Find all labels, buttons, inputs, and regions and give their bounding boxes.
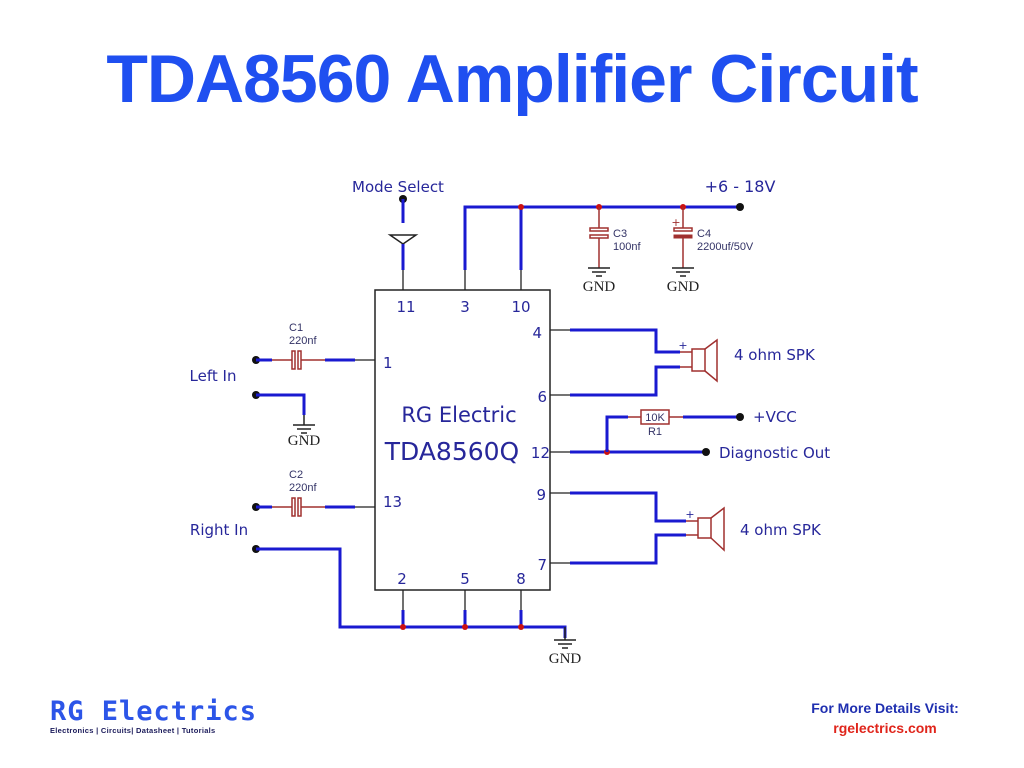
visit-info: For More Details Visit: rgelectrics.com <box>795 698 975 738</box>
speaker-icon <box>680 338 718 383</box>
spk1-wire-neg <box>570 365 680 397</box>
r1-value: 10K <box>645 412 665 424</box>
supply-rail <box>463 205 740 270</box>
pin-9: 9 <box>536 486 546 504</box>
mode-diode-icon <box>387 234 419 245</box>
spk2-label: 4 ohm SPK <box>740 521 822 539</box>
spk2-polarity: + <box>685 508 694 521</box>
ground-icon <box>554 627 576 649</box>
pin-13: 13 <box>383 493 402 511</box>
gnd-label: GND <box>288 433 321 449</box>
ground-bus <box>256 547 567 638</box>
ic-part: TDA8560Q <box>384 437 520 466</box>
ic-body <box>374 289 551 591</box>
pin-3: 3 <box>460 298 470 316</box>
left-in-label: Left In <box>190 367 237 385</box>
pin-7: 7 <box>537 556 547 574</box>
gnd-label: GND <box>549 651 582 667</box>
pin-5: 5 <box>460 570 470 588</box>
logo-tagline: Electronics | Circuits| Datasheet | Tuto… <box>50 726 216 735</box>
gnd-label: GND <box>667 279 700 295</box>
logo-text: RG Electrics <box>50 696 258 727</box>
wire <box>256 393 306 415</box>
capacitor-c3 <box>588 207 610 277</box>
diag-out-terminal[interactable] <box>702 448 710 456</box>
pin-1: 1 <box>383 354 393 372</box>
spk1-label: 4 ohm SPK <box>734 346 816 364</box>
pin-12: 12 <box>531 444 550 462</box>
supply-terminal[interactable] <box>736 203 744 211</box>
pin-8: 8 <box>516 570 526 588</box>
pin-6: 6 <box>537 388 547 406</box>
vcc-terminal[interactable] <box>736 413 744 421</box>
pin-2: 2 <box>397 570 407 588</box>
pin-10: 10 <box>511 298 530 316</box>
mode-select-label: Mode Select <box>352 178 444 196</box>
c4-value: 2200uf/50V <box>697 241 754 253</box>
c4-ref: C4 <box>697 228 711 240</box>
junction <box>518 624 524 630</box>
capacitor-c1 <box>272 350 325 370</box>
spk1-polarity: + <box>678 339 687 352</box>
brand-logo: RG Electrics Electronics | Circuits| Dat… <box>50 696 258 736</box>
supply-label: +6 - 18V <box>705 177 776 196</box>
speaker-icon <box>686 506 725 552</box>
spk2-wire-neg <box>570 533 686 565</box>
website-link[interactable]: rgelectrics.com <box>833 720 937 736</box>
capacitor-c4 <box>672 207 694 277</box>
vcc-label: +VCC <box>753 408 797 426</box>
r1-ref: R1 <box>648 426 662 438</box>
junction <box>518 204 524 210</box>
c3-value: 100nf <box>613 241 641 253</box>
c3-ref: C3 <box>613 228 627 240</box>
gnd-label: GND <box>583 279 616 295</box>
page-title: TDA8560 Amplifier Circuit <box>106 41 918 117</box>
c2-value: 220nf <box>289 482 317 494</box>
diag-out-label: Diagnostic Out <box>719 444 830 462</box>
right-in-label: Right In <box>190 521 248 539</box>
c1-value: 220nf <box>289 335 317 347</box>
wire <box>605 415 628 452</box>
ground-icon <box>293 415 315 434</box>
ic-brand: RG Electric <box>401 403 516 427</box>
spk1-wire-pos <box>570 328 680 354</box>
c4-polarity: + <box>671 216 680 229</box>
visit-label: For More Details Visit: <box>811 700 959 716</box>
capacitor-c2 <box>272 497 325 517</box>
pin-4: 4 <box>532 324 542 342</box>
resistor-r1 <box>628 409 683 425</box>
junction <box>462 624 468 630</box>
pin-leads <box>355 270 570 610</box>
junction <box>400 624 406 630</box>
c1-ref: C1 <box>289 322 303 334</box>
pin-11: 11 <box>396 298 415 316</box>
spk2-wire-pos <box>570 491 686 523</box>
c2-ref: C2 <box>289 469 303 481</box>
